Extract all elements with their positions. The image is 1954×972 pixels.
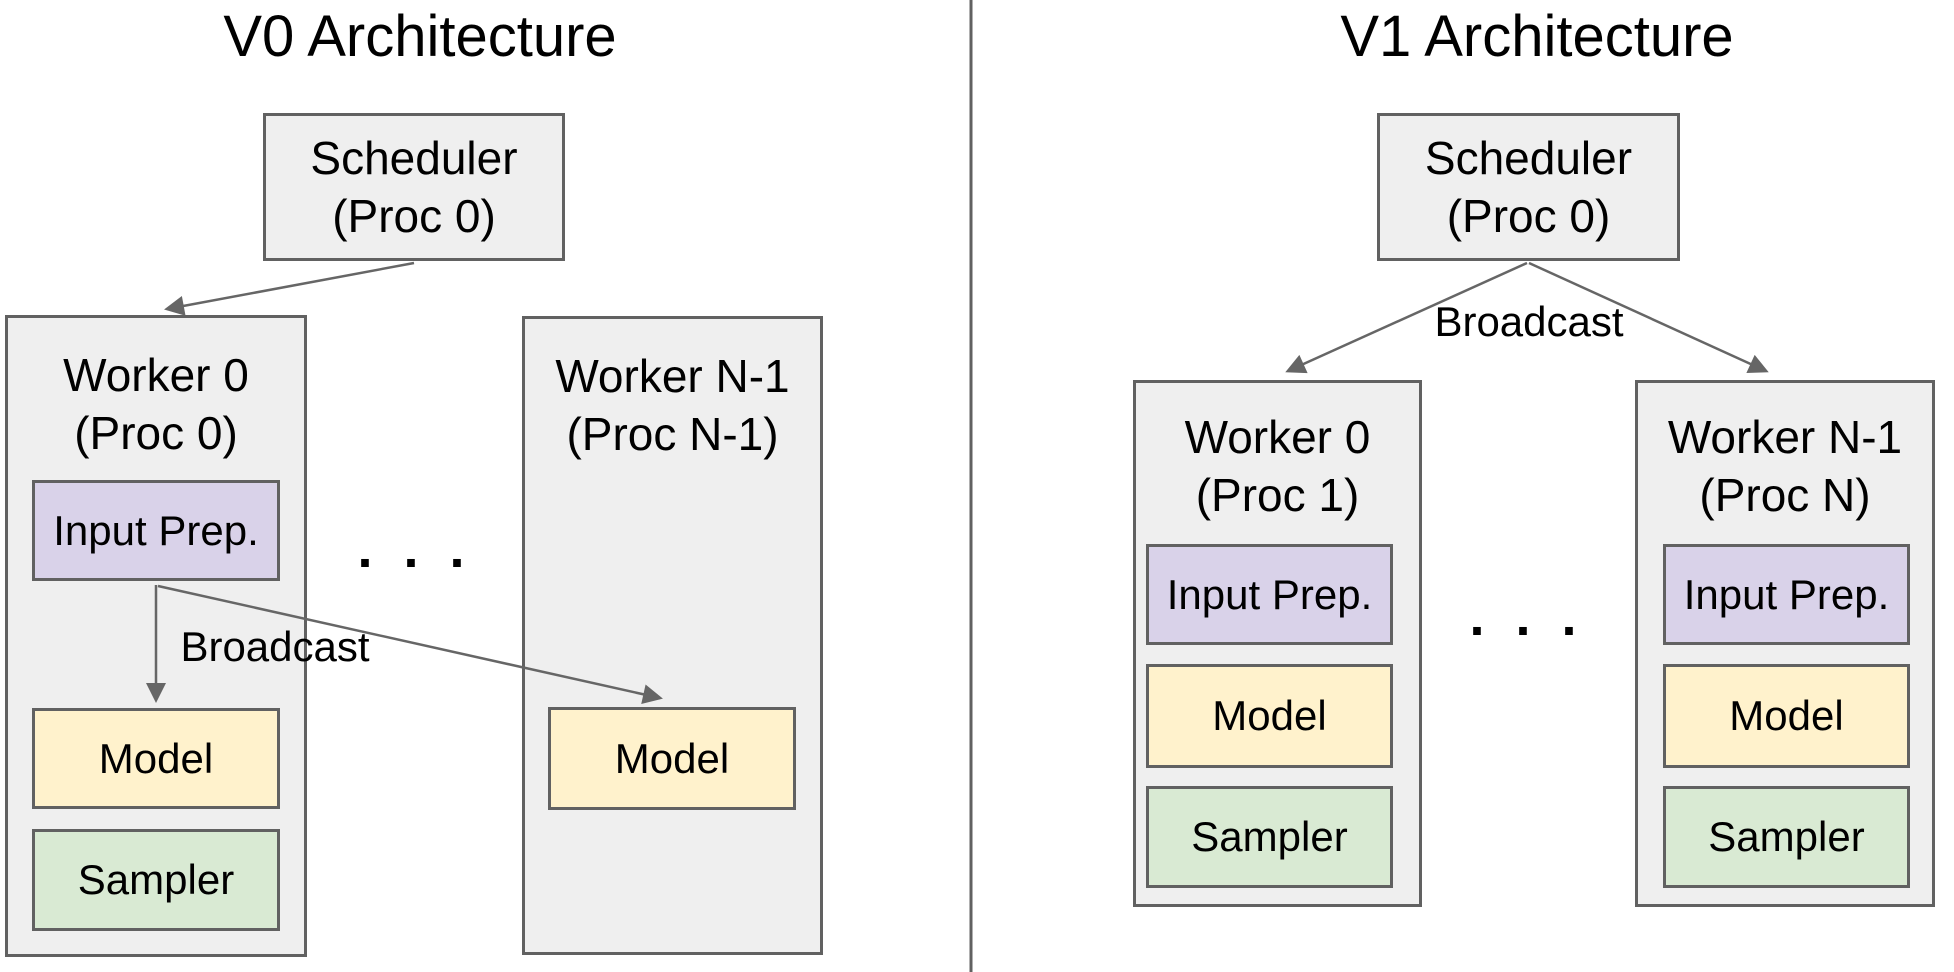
v1-workerN-input-prep-label: Input Prep. (1683, 570, 1890, 618)
v1-worker0-input-prep-box: Input Prep. (1146, 544, 1393, 645)
v0-ellipsis: . . . (357, 519, 473, 579)
v0-worker0-sampler-label: Sampler (77, 856, 235, 903)
v0-worker0-proc: (Proc 0) (74, 407, 238, 459)
v1-workerN-model-label: Model (1729, 692, 1844, 739)
v1-workerN-name: Worker N-1 (1667, 411, 1903, 463)
v0-scheduler-to-worker0-arrow (164, 261, 415, 316)
v1-workerN-sampler-label: Sampler (1708, 813, 1865, 860)
v0-worker0-label: Worker 0 (Proc 0) (8, 346, 304, 462)
v0-worker0-input-prep-box: Input Prep. (32, 480, 280, 581)
v0-broadcast-label: Broadcast (180, 623, 370, 670)
v0-worker0-input-prep-label: Input Prep. (53, 506, 259, 554)
v0-workerN-model-label: Model (614, 734, 730, 782)
v1-worker0-model-label: Model (1212, 692, 1327, 739)
v1-scheduler-name: Scheduler (1424, 132, 1633, 184)
v1-worker0-proc: (Proc 1) (1195, 469, 1360, 521)
v0-scheduler-name: Scheduler (310, 132, 518, 184)
v1-ellipsis: . . . (1469, 587, 1585, 647)
v0-title: V0 Architecture (223, 4, 617, 69)
v0-scheduler-box: Scheduler (Proc 0) (263, 113, 565, 261)
v0-workerN-model-box: Model (548, 707, 796, 810)
v0-workerN-proc: (Proc N-1) (566, 408, 779, 460)
v1-workerN-model-box: Model (1663, 664, 1910, 768)
v0-worker0-model-box: Model (32, 708, 280, 809)
v1-worker0-sampler-label: Sampler (1191, 813, 1348, 860)
v1-scheduler-box: Scheduler (Proc 0) (1377, 113, 1680, 261)
v0-worker0-model-label: Model (98, 734, 214, 782)
v1-workerN-label: Worker N-1 (Proc N) (1638, 408, 1932, 524)
v1-worker0-label: Worker 0 (Proc 1) (1136, 408, 1419, 524)
v1-worker0-sampler-box: Sampler (1146, 786, 1393, 888)
v0-worker0-sampler-box: Sampler (32, 829, 280, 931)
v0-worker0-name: Worker 0 (63, 349, 249, 401)
v0-scheduler-proc: (Proc 0) (332, 190, 496, 242)
v1-broadcast-label: Broadcast (1434, 298, 1624, 345)
v0-workerN-box: Worker N-1 (Proc N-1) (522, 316, 823, 955)
v1-scheduler-proc: (Proc 0) (1446, 190, 1611, 242)
v1-worker0-input-prep-label: Input Prep. (1166, 570, 1373, 618)
v1-title: V1 Architecture (1340, 4, 1734, 69)
v1-worker0-model-box: Model (1146, 664, 1393, 768)
v1-workerN-input-prep-box: Input Prep. (1663, 544, 1910, 645)
v0-workerN-name: Worker N-1 (555, 350, 790, 402)
v1-worker0-name: Worker 0 (1184, 411, 1371, 463)
v1-workerN-sampler-box: Sampler (1663, 786, 1910, 888)
v0-workerN-label: Worker N-1 (Proc N-1) (525, 347, 820, 463)
v1-workerN-proc: (Proc N) (1699, 469, 1871, 521)
